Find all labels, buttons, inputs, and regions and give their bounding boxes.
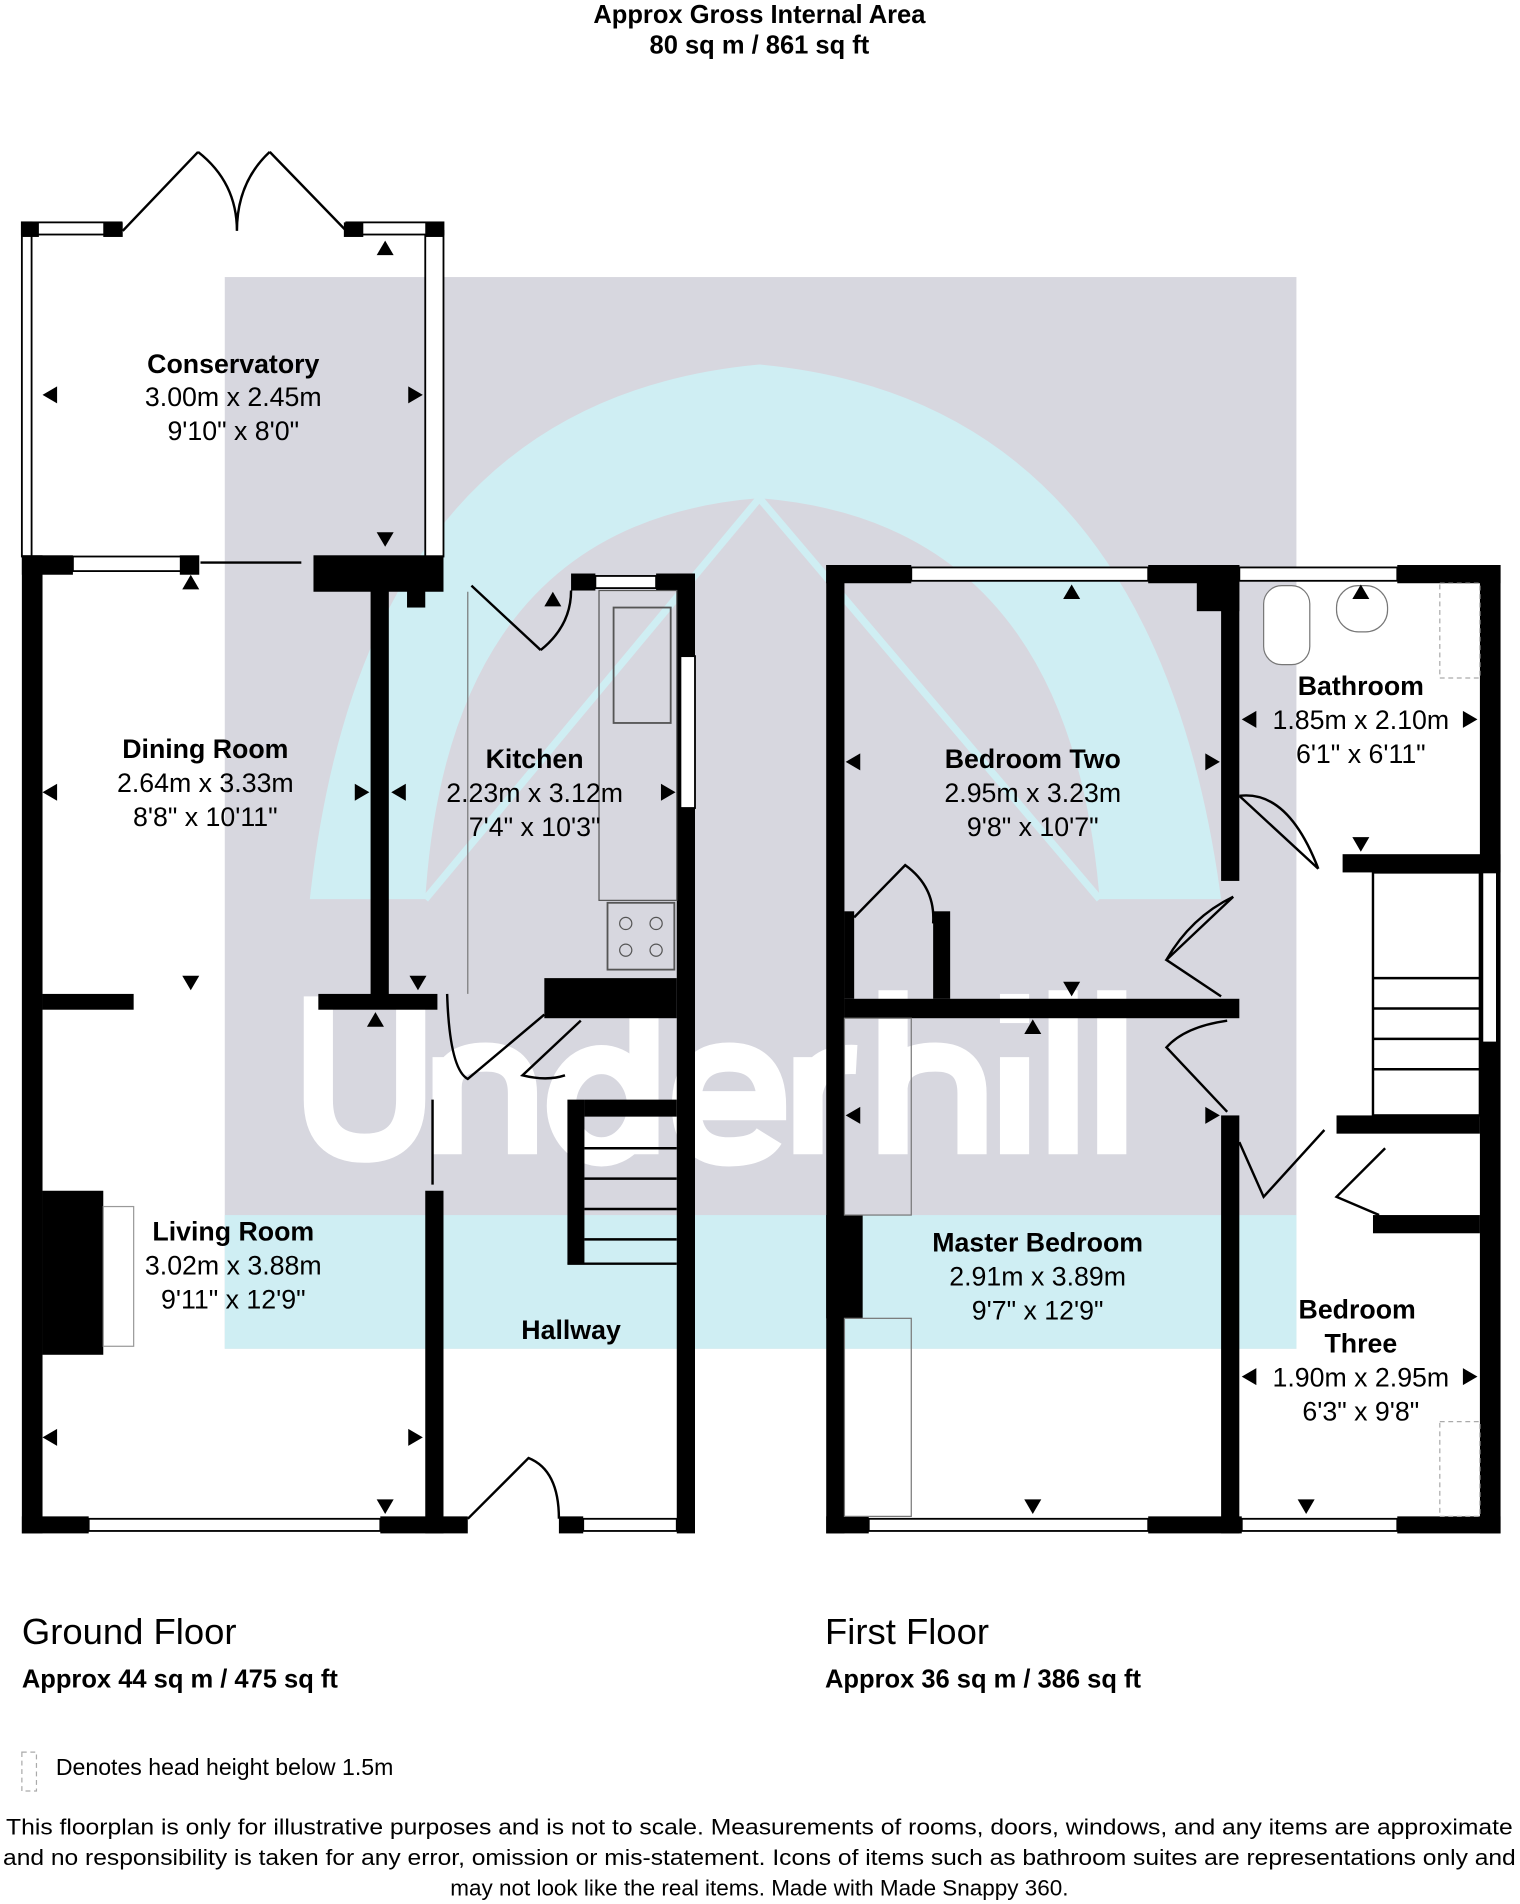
room-metric: 2.91m x 3.89m [949,1262,1126,1292]
room-imperial: 7'4" x 10'3" [469,812,601,842]
first-floor-area: Approx 36 sq m / 386 sq ft [825,1666,1142,1694]
room-bathroom: Bathroom 1.85m x 2.10m 6'1" x 6'11" [1272,671,1449,769]
room-dining-room: Dining Room 2.64m x 3.33m 8'8" x 10'11" [117,734,294,832]
room-imperial: 6'3" x 9'8" [1302,1396,1419,1426]
room-imperial: 9'11" x 12'9" [161,1285,306,1315]
header-area: 80 sq m / 861 sq ft [650,31,870,59]
watermark-logo [224,277,1297,1349]
disclaimer-line-1: This floorplan is only for illustrative … [6,1815,1513,1840]
room-name: Living Room [152,1217,314,1247]
first-floor-label: First Floor [825,1611,989,1652]
room-metric: 1.85m x 2.10m [1272,705,1449,735]
room-metric: 2.64m x 3.33m [117,768,294,798]
room-imperial: 9'10" x 8'0" [167,416,299,446]
room-metric: 2.23m x 3.12m [446,778,623,808]
room-bedroom-two: Bedroom Two 2.95m x 3.23m 9'8" x 10'7" [944,744,1121,842]
room-imperial: 6'1" x 6'11" [1296,739,1426,769]
head-height-legend-icon [21,1751,38,1792]
room-hallway: Hallway [521,1315,621,1345]
room-imperial: 9'7" x 12'9" [972,1296,1104,1326]
disclaimer-line-3: may not look like the real items. Made w… [450,1875,1068,1900]
room-living-room: Living Room 3.02m x 3.88m 9'11" x 12'9" [145,1217,322,1315]
header-title: Approx Gross Internal Area [593,1,926,29]
room-name: Bedroom [1299,1294,1416,1324]
room-kitchen: Kitchen 2.23m x 3.12m 7'4" x 10'3" [446,744,623,842]
room-conservatory: Conservatory 3.00m x 2.45m 9'10" x 8'0" [145,349,322,446]
legend-text: Denotes head height below 1.5m [56,1754,393,1780]
room-metric: 2.95m x 3.23m [944,778,1121,808]
room-imperial: 8'8" x 10'11" [133,802,278,832]
room-imperial: 9'8" x 10'7" [967,812,1099,842]
room-bedroom-three: Bedroom Three 1.90m x 2.95m 6'3" x 9'8" [1272,1294,1449,1426]
room-name: Bathroom [1298,671,1424,701]
room-metric: 3.00m x 2.45m [145,382,322,412]
room-name-2: Three [1324,1328,1397,1358]
room-metric: 1.90m x 2.95m [1272,1362,1449,1392]
room-name: Conservatory [147,349,319,379]
ground-floor-label: Ground Floor [22,1611,237,1652]
first-floor-walls [826,565,1501,1534]
room-name: Master Bedroom [932,1228,1143,1258]
room-name: Bedroom Two [945,744,1121,774]
room-master-bedroom: Master Bedroom 2.91m x 3.89m 9'7" x 12'9… [932,1228,1143,1326]
room-name: Dining Room [122,734,288,764]
room-name: Kitchen [486,744,584,774]
ground-floor-area: Approx 44 sq m / 475 sq ft [22,1666,339,1694]
dimension-arrows [42,240,1478,1514]
ground-floor-walls [20,150,696,1534]
disclaimer-line-2: and no responsibility is taken for any e… [3,1845,1516,1870]
room-metric: 3.02m x 3.88m [145,1251,322,1281]
